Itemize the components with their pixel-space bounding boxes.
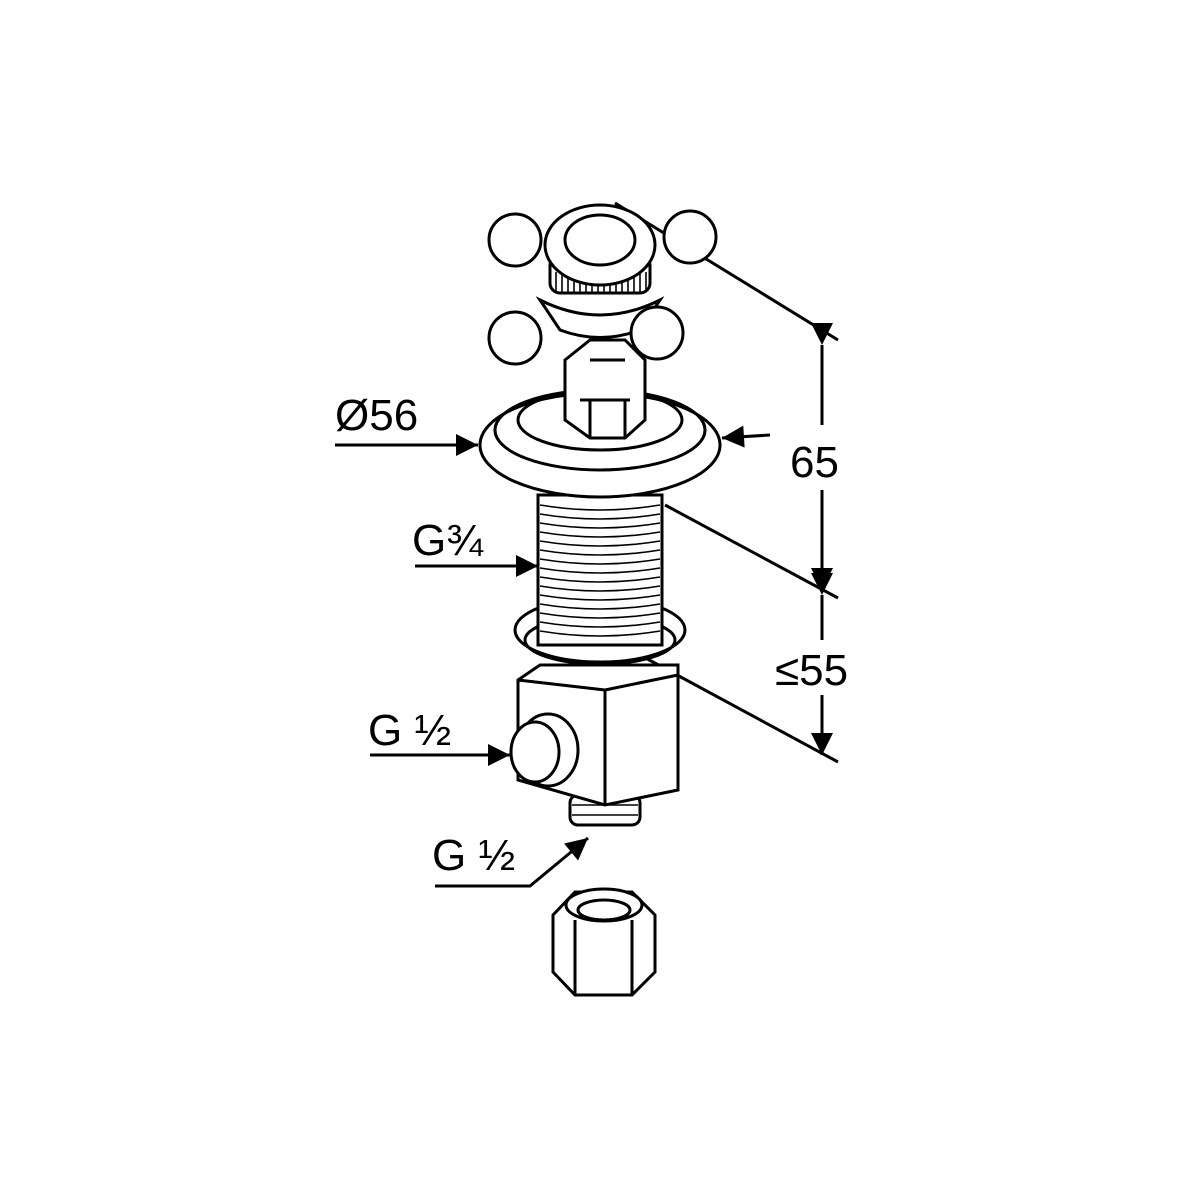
dimension-diameter: Ø56 <box>335 391 771 456</box>
shank-thread-label: G¾ <box>412 516 484 565</box>
height-label: 65 <box>790 438 839 487</box>
union-nut <box>551 887 657 997</box>
dimension-bottom-outlet: G ½ <box>432 831 589 888</box>
shank-length-label: ≤55 <box>775 646 848 695</box>
flange <box>478 388 722 499</box>
bottom-outlet-label: G ½ <box>432 831 515 880</box>
threaded-shank <box>513 493 687 666</box>
diameter-label: Ø56 <box>335 391 418 440</box>
dimension-shank-thread: G¾ <box>412 516 538 577</box>
dimension-side-outlet: G ½ <box>368 706 510 766</box>
side-outlet-label: G ½ <box>368 706 451 755</box>
elbow-body <box>509 663 680 827</box>
dimension-vertical: 65 ≤55 <box>770 323 870 755</box>
hex-nut <box>563 338 647 440</box>
cross-handle <box>487 203 718 366</box>
